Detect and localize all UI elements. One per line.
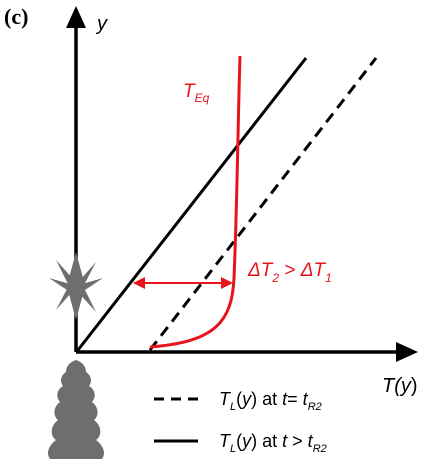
x-axis-label: T(y) [382,375,418,397]
y-axis-arrowhead [66,6,86,28]
legend-solid-label: TL(y) at t > tR2 [219,431,327,455]
x-axis-arrowhead [396,342,418,362]
solid-profile-line [76,57,308,351]
teq-label: TEq [183,81,210,105]
dashed-profile-line [148,57,378,351]
delta-label: ΔT2 > ΔT1 [247,260,332,285]
panel-label: (c) [4,4,28,29]
axes [66,6,418,362]
legend-dashed-label: TL(y) at t= tR2 [219,389,322,413]
tree-icon [48,360,104,459]
teq-curve [149,55,242,349]
snow-crystal-icon [49,252,103,320]
y-axis-label: y [95,13,108,35]
legend: TL(y) at t= tR2 TL(y) at t > tR2 [154,389,327,455]
legend-item-solid: TL(y) at t > tR2 [154,431,327,455]
legend-item-dashed: TL(y) at t= tR2 [154,389,322,413]
